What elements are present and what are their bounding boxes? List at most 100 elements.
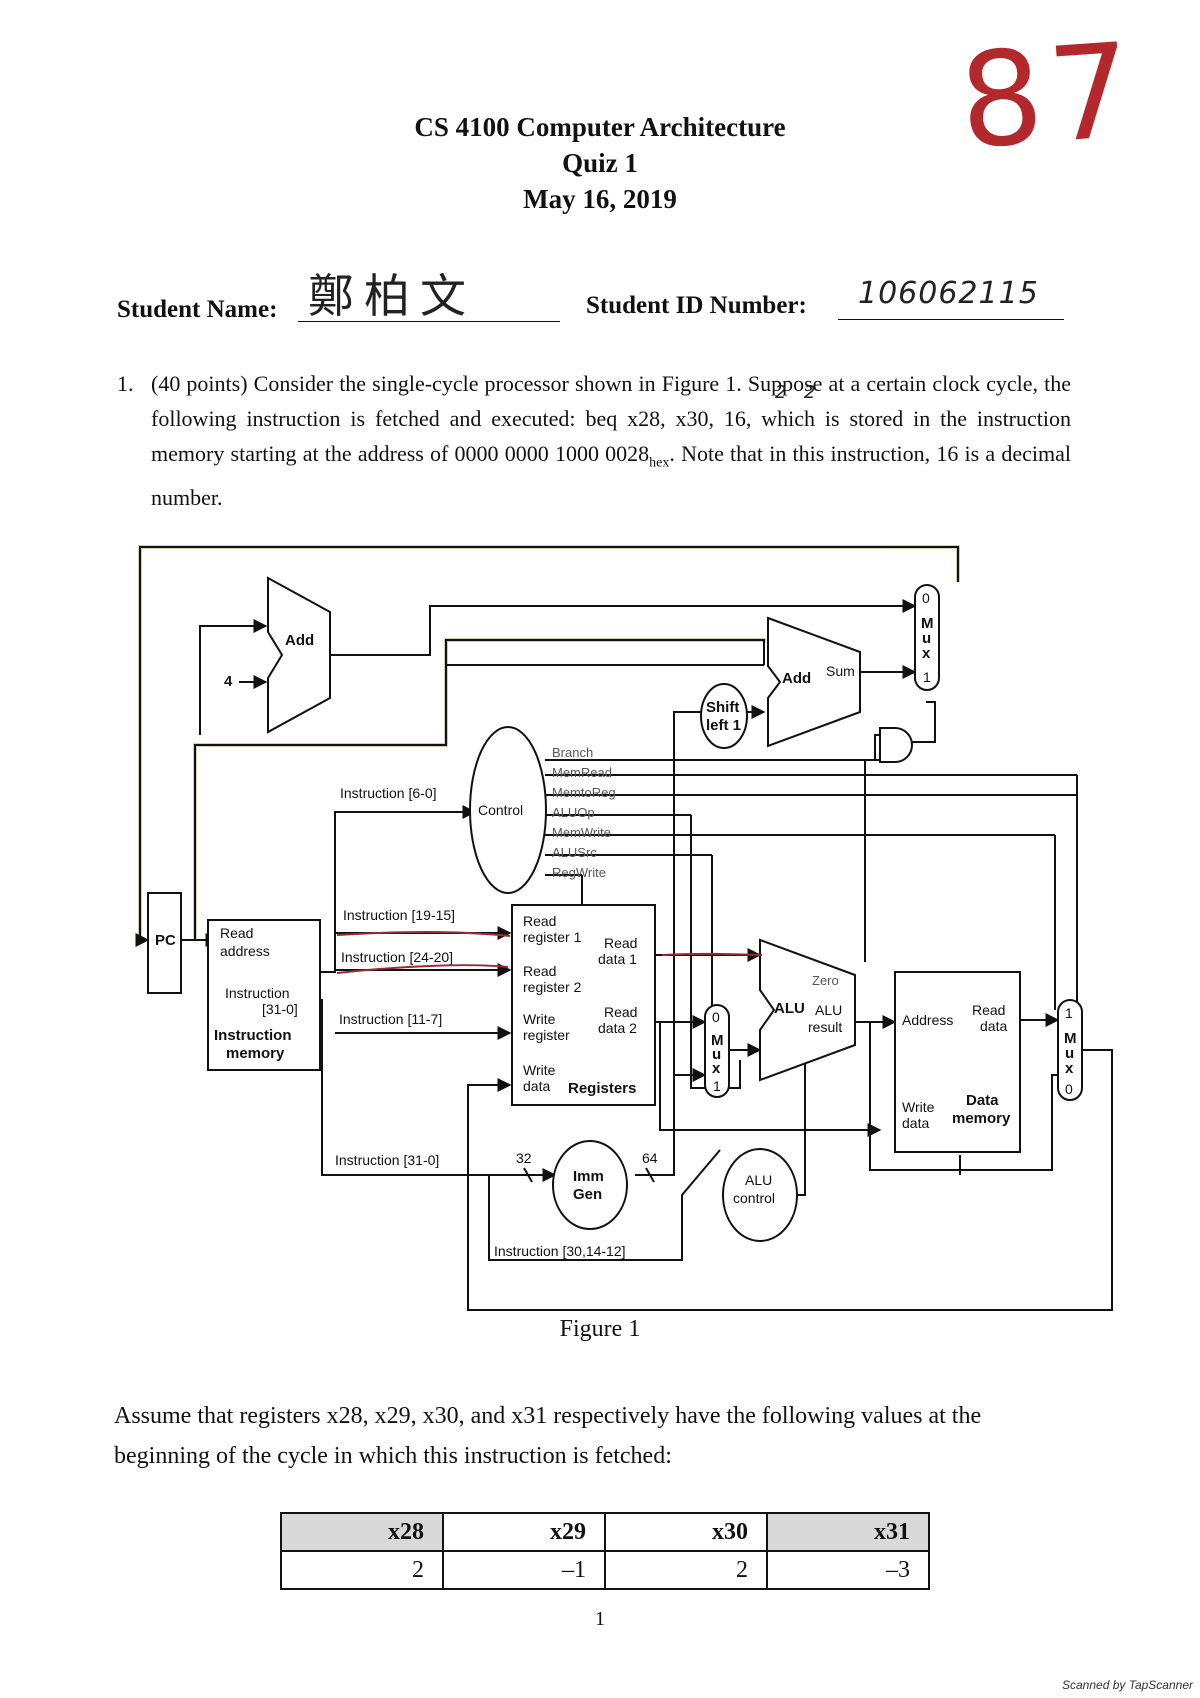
diagram-wires [135,546,1113,1311]
pc-mux-1: 1 [923,669,931,685]
red-pen-marks [336,931,763,974]
table-cell: 2 [280,1550,444,1590]
student-name-label: Student Name: [117,296,278,323]
dm-read-data-b: data [980,1018,1007,1034]
width-64: 64 [642,1150,658,1166]
assumption-text: Assume that registers x28, x29, x30, and… [114,1403,982,1469]
quiz-date: May 16, 2019 [523,184,677,214]
alu-mux-1: 1 [713,1078,721,1094]
quiz-title: Quiz 1 [562,148,638,178]
table-cell: 2 [604,1550,768,1590]
branch-adder [767,616,861,748]
scanner-footer: Scanned by TapScanner [1062,1678,1193,1692]
alu-result-a: ALU [815,1002,842,1018]
signal-memwrite: MemWrite [552,825,611,840]
dm-read-data-a: Read [972,1002,1005,1018]
question-text-body: (40 points) Consider the single-cycle pr… [151,371,1071,466]
annotation-2-b: 2 [804,382,816,403]
rf-read-reg1-b: register 1 [523,929,582,945]
figure-caption: Figure 1 [559,1316,641,1342]
pc-mux-u: u [922,630,931,647]
course-title: CS 4100 Computer Architecture [414,112,786,142]
im-read-b: address [220,943,270,959]
student-name-field: 鄭柏文 [298,269,560,323]
pc-mux-m: M [921,615,934,632]
rf-write-data-b: data [523,1078,550,1094]
branch-adder-sum: Sum [826,663,855,679]
register-file [511,904,656,1106]
student-id-value: 106062115 [858,276,1039,311]
student-name-value: 鄭柏文 [308,269,476,323]
instr-11-7-label: Instruction [11-7] [339,1011,442,1027]
table-cell: –1 [442,1550,606,1590]
width-32: 32 [516,1150,532,1166]
question-number: 1. [117,371,134,396]
pc-source-mux [914,584,940,691]
alu-mux-x: x [712,1060,721,1077]
pc-adder [267,576,331,734]
pc-register [147,892,182,994]
signal-branch: Branch [552,745,593,760]
data-memory [894,971,1021,1153]
pc-mux-x: x [922,645,931,662]
shift-left-1 [700,683,748,749]
instr-24-20-label: Instruction [24-20] [341,949,453,965]
hex-subscript: hex [649,455,670,471]
signal-alusrc: ALUSrc [552,845,597,860]
page-number: 1 [595,1608,605,1630]
alu-src-mux [704,1004,730,1098]
control-label: Control [478,802,523,818]
dm-write-data-b: data [902,1115,929,1131]
question-text-tail: . Note that in this instruction, 16 is a… [151,441,1071,511]
im-read-a: Read [220,925,253,941]
student-id-label: Student ID Number: [586,292,807,319]
alu-mux-0: 0 [712,1009,720,1025]
rf-write-data-a: Write [523,1062,556,1078]
table-header-cell: x28 [280,1512,444,1552]
instr-19-15-label: Instruction [19-15] [343,907,455,923]
wb-mux-0: 0 [1065,1081,1073,1097]
signal-regwrite: RegWrite [552,865,606,880]
instr-30-14-12-label: Instruction [30,14-12] [494,1243,626,1259]
imm-gen [552,1140,628,1230]
table-row: 2 –1 2 –3 [280,1550,930,1590]
alu-mux-m: M [711,1032,724,1049]
register-values-table: x28 x29 x30 x31 2 –1 2 –3 [280,1512,930,1590]
im-instr-b: [31-0] [262,1001,298,1017]
im-name-b: memory [226,1045,285,1062]
wb-mux-m: M [1064,1030,1077,1047]
shift-left-label-b: left 1 [706,717,741,734]
pc-adder-label: Add [285,632,314,649]
im-name-a: Instruction [214,1027,292,1044]
branch-adder-add: Add [782,670,811,687]
writeback-mux [1057,999,1083,1101]
signal-memread: MemRead [552,765,612,780]
branch-and-gate [879,727,913,763]
dm-name-a: Data [966,1092,999,1109]
table-cell: –3 [766,1550,930,1590]
table-header-cell: x30 [604,1512,768,1552]
shift-left-label-a: Shift [706,699,739,716]
annotation-2-a: 2 [775,382,787,403]
constant-four: 4 [224,673,233,690]
alu [759,938,856,1082]
rf-read-reg2-a: Read [523,963,556,979]
instr-31-0-label: Instruction [31-0] [335,1152,439,1168]
rf-read-data1-b: data 1 [598,951,637,967]
table-header-cell: x29 [442,1512,606,1552]
table-header-row: x28 x29 x30 x31 [280,1512,930,1552]
rf-read-data2-b: data 2 [598,1020,637,1036]
alu-control [722,1148,798,1242]
rf-name: Registers [568,1080,636,1097]
imm-gen-a: Imm [573,1168,604,1185]
dm-address: Address [902,1012,953,1028]
rf-write-reg-b: register [523,1027,570,1043]
instr-6-0-label: Instruction [6-0] [340,785,437,801]
wb-mux-1: 1 [1065,1005,1073,1021]
question-text: (40 points) Consider the single-cycle pr… [151,366,1071,515]
table-header-cell: x31 [766,1512,930,1552]
rf-read-data1-a: Read [604,935,637,951]
dm-write-data-a: Write [902,1099,935,1115]
pc-mux-0: 0 [922,590,930,606]
